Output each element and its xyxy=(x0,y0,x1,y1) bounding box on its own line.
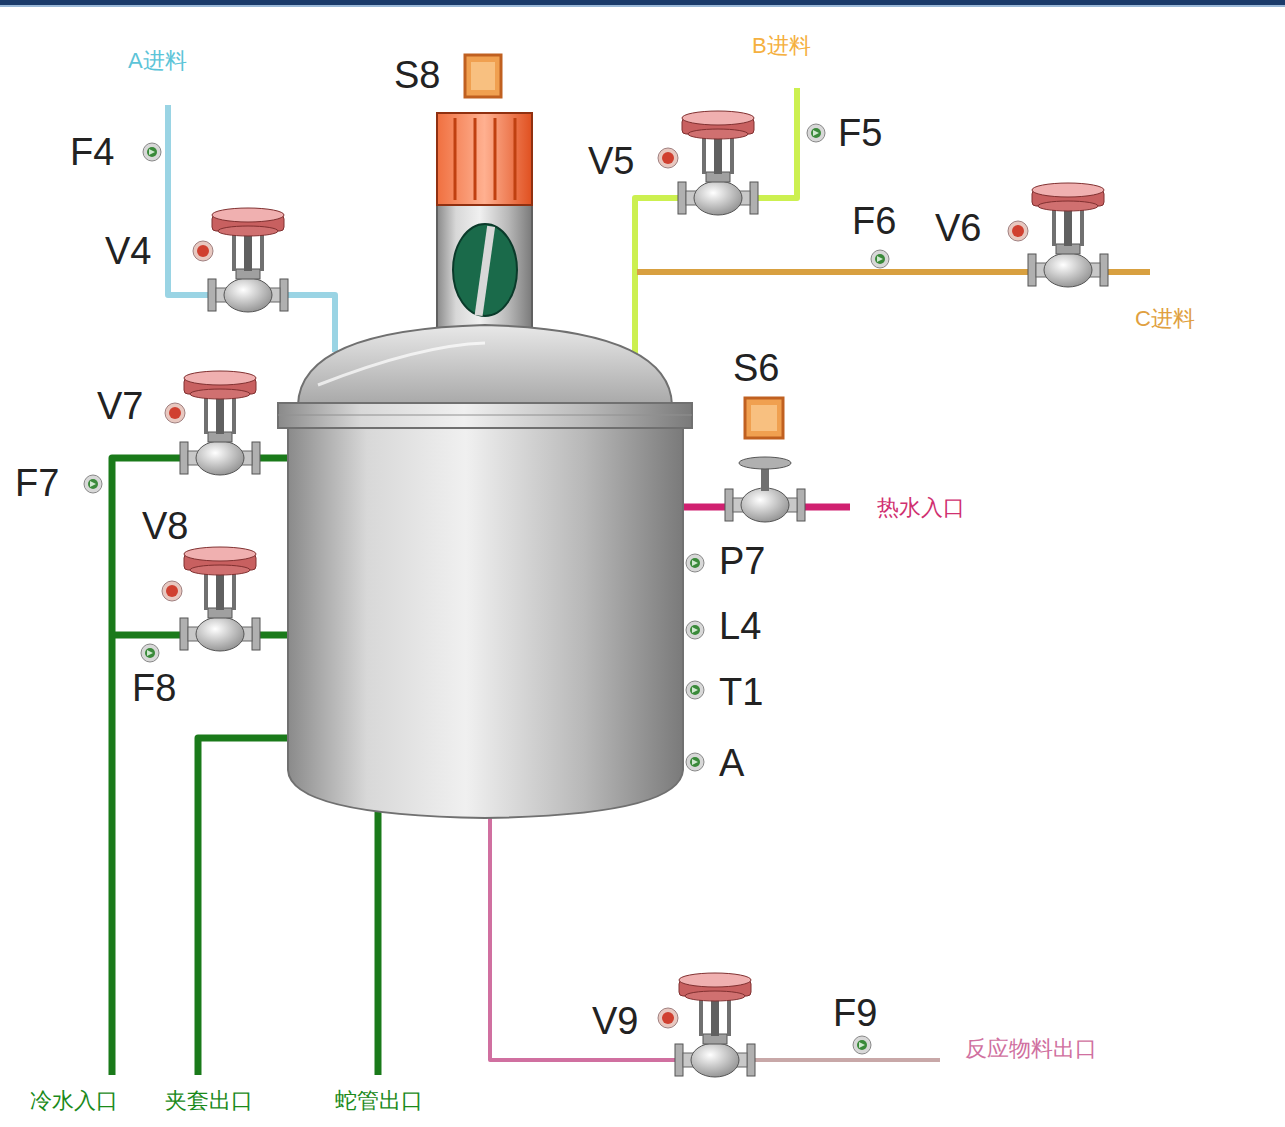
instrument-tag: F5 xyxy=(836,114,884,152)
valve-tag: V9 xyxy=(590,1002,640,1040)
switch-tag: S8 xyxy=(392,56,442,94)
valve-tag: V7 xyxy=(95,387,145,425)
switch-s6 xyxy=(745,398,783,438)
instrument-tag: T1 xyxy=(717,673,765,711)
feed-label: A进料 xyxy=(126,50,189,72)
switch-tag: S6 xyxy=(731,349,781,387)
pipes xyxy=(112,88,1150,1075)
instrument-tag: F7 xyxy=(13,464,61,502)
feed-label: C进料 xyxy=(1133,308,1197,330)
valve-tag: V5 xyxy=(586,142,636,180)
instrument-tag: L4 xyxy=(717,607,763,645)
switch-s8 xyxy=(471,62,495,90)
valve-tag: V4 xyxy=(103,232,153,270)
instrument-tag: F9 xyxy=(831,994,879,1032)
agitator-drive xyxy=(437,113,532,328)
inlet-label: 热水入口 xyxy=(875,497,967,519)
top-band xyxy=(0,5,1285,7)
instrument-tag: A xyxy=(717,744,746,782)
instrument-tag: F4 xyxy=(68,133,116,171)
valve-tag: V8 xyxy=(140,507,190,545)
outlet-label: 冷水入口 xyxy=(28,1090,120,1112)
feed-label: B进料 xyxy=(750,35,813,57)
top-band xyxy=(0,0,1285,5)
outlet-label: 反应物料出口 xyxy=(963,1038,1099,1060)
reactor-vessel xyxy=(278,325,692,818)
switch-s8 xyxy=(465,55,501,97)
outlet-label: 蛇管出口 xyxy=(333,1090,425,1112)
instrument-tag: P7 xyxy=(717,542,767,580)
switch-s6 xyxy=(751,405,777,431)
valve-tag: V6 xyxy=(933,209,983,247)
outlet-label: 夹套出口 xyxy=(163,1090,255,1112)
instrument-tag: F8 xyxy=(130,669,178,707)
instrument-tag: F6 xyxy=(850,202,898,240)
